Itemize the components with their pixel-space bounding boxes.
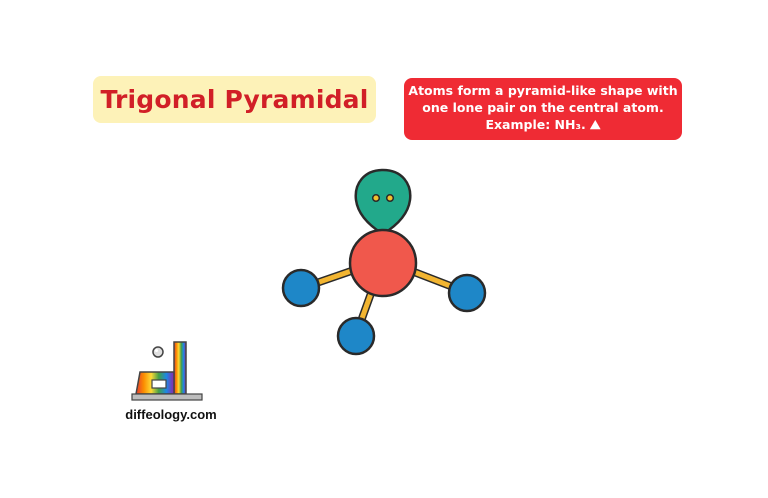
outer-atom-bottom xyxy=(336,316,376,356)
description-card: Atoms form a pyramid-like shape with one… xyxy=(404,78,682,140)
outer-atom-left xyxy=(281,268,321,308)
trigonal-pyramidal-molecule xyxy=(281,168,487,356)
diffeology-logo xyxy=(131,341,203,401)
diagram-title: Trigonal Pyramidal xyxy=(100,85,369,114)
description-line-1: Atoms form a pyramid-like shape with xyxy=(408,83,678,98)
description-line-2: one lone pair on the central atom. xyxy=(422,100,664,115)
lone-pair-electron-1 xyxy=(371,193,381,203)
central-atom xyxy=(348,228,418,298)
site-url: diffeology.com xyxy=(125,407,217,422)
lone-pair-electron-2 xyxy=(385,193,395,203)
description-line-3: Example: NH₃. ⛰ xyxy=(485,117,601,132)
outer-atom-right xyxy=(447,273,487,313)
lone-pair-lobe xyxy=(354,168,412,236)
title-card: Trigonal Pyramidal xyxy=(93,76,376,123)
